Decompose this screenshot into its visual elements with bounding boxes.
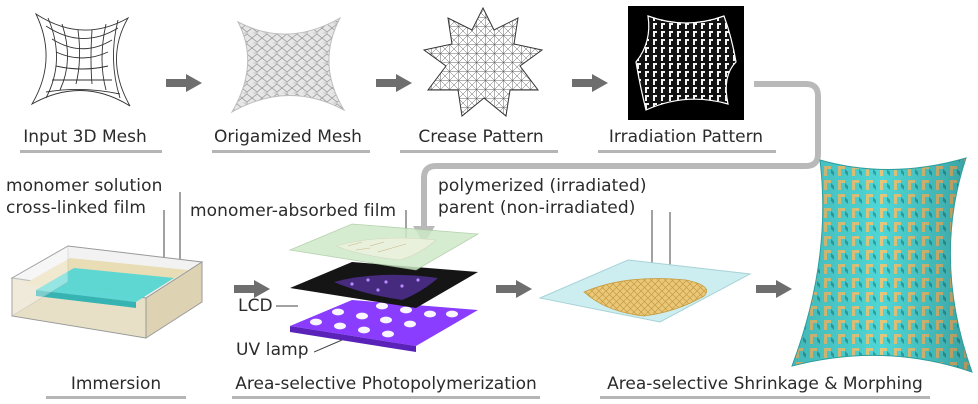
label-lcd: LCD bbox=[238, 296, 273, 316]
input-3d-mesh-image bbox=[30, 12, 131, 107]
arrow-icon bbox=[166, 74, 202, 92]
step-label-irradiation-pattern: Irradiation Pattern bbox=[608, 127, 764, 147]
photopolymerization-stack-image bbox=[288, 210, 480, 352]
underline-shrinkage-morphing bbox=[600, 396, 930, 399]
step-label-input-3d-mesh: Input 3D Mesh bbox=[23, 127, 147, 147]
label-polymerized: polymerized (irradiated) bbox=[438, 176, 647, 196]
label-monomer-absorbed-film: monomer-absorbed film bbox=[190, 201, 397, 221]
label-cross-linked-film: cross-linked film bbox=[6, 198, 147, 218]
label-monomer-solution: monomer solution bbox=[6, 176, 163, 196]
label-parent: parent (non-irradiated) bbox=[438, 198, 636, 218]
underline-irradiation-pattern bbox=[598, 150, 776, 153]
arrow-icon bbox=[756, 280, 792, 298]
arrow-icon bbox=[234, 280, 270, 298]
underline-immersion bbox=[46, 396, 186, 399]
label-uv-lamp: UV lamp bbox=[236, 340, 309, 360]
underline-crease-pattern bbox=[400, 150, 558, 153]
arrow-icon bbox=[572, 74, 608, 92]
crease-pattern-image bbox=[422, 6, 544, 117]
uv-lamp-leader-line bbox=[314, 339, 343, 353]
step-label-crease-pattern: Crease Pattern bbox=[418, 127, 544, 147]
morphed-3d-shape-image bbox=[791, 157, 973, 373]
arrow-icon bbox=[376, 74, 412, 92]
step-label-area-selective-photopolymerization: Area-selective Photopolymerization bbox=[235, 374, 537, 394]
origamized-mesh-image bbox=[230, 16, 346, 114]
arrow-icon bbox=[496, 280, 532, 298]
immersion-tray-image bbox=[10, 192, 204, 339]
shrinkage-film-image bbox=[538, 210, 752, 323]
step-label-area-selective-shrinkage-morphing: Area-selective Shrinkage & Morphing bbox=[607, 374, 923, 394]
underline-origamized-mesh bbox=[212, 150, 370, 153]
step-label-immersion: Immersion bbox=[70, 374, 162, 394]
underline-photopolymerization bbox=[232, 396, 540, 399]
underline-input-3d-mesh bbox=[20, 150, 162, 153]
lcd-leader-line bbox=[276, 305, 298, 307]
irradiation-pattern-image bbox=[628, 6, 744, 120]
step-label-origamized-mesh: Origamized Mesh bbox=[214, 127, 362, 147]
